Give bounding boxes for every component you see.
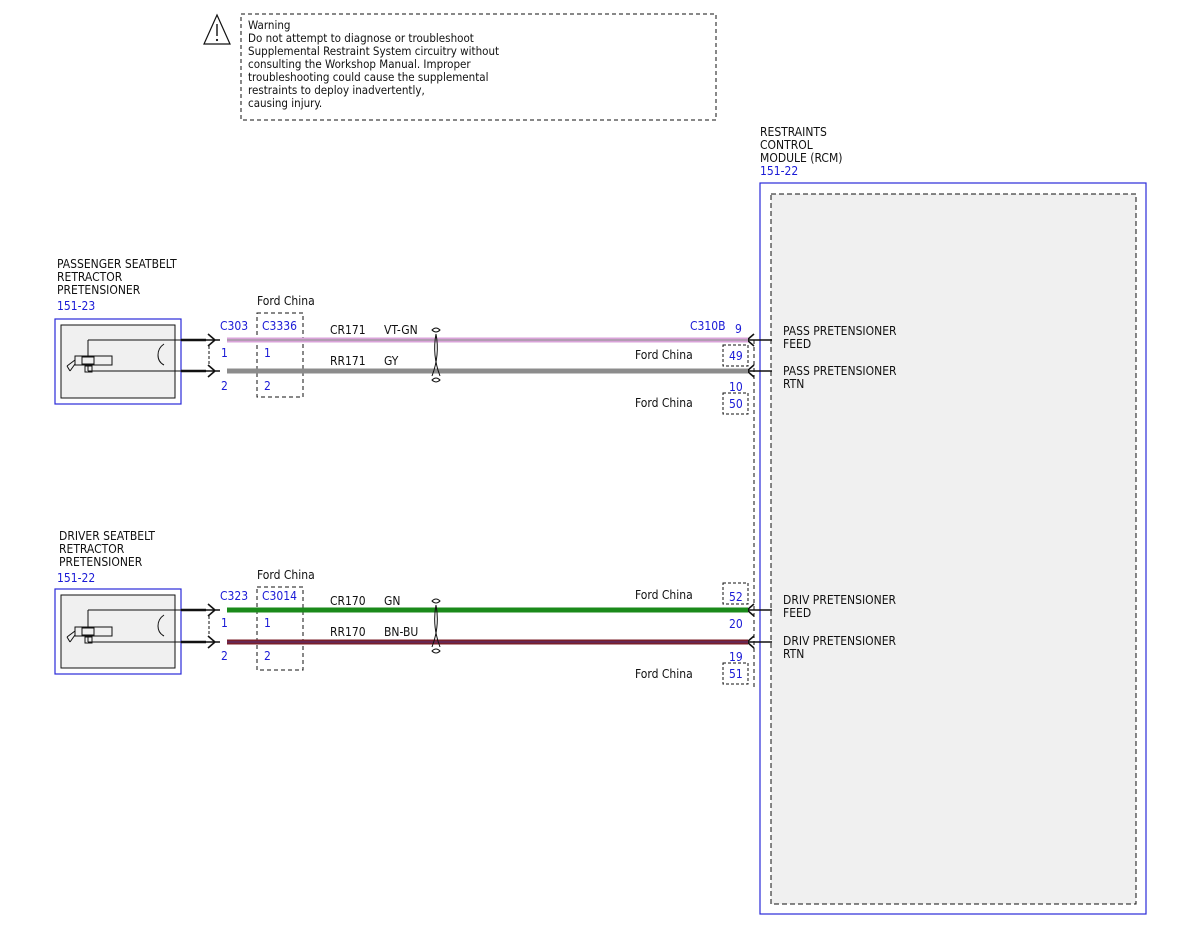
driver-wire-1-circuit: CR170: [330, 594, 366, 608]
rcm-pin-20: 20: [729, 617, 743, 631]
rcm-title-line-2: CONTROL: [760, 138, 813, 152]
rcm-body: [770, 193, 1137, 905]
rcm-pin-52: 52: [729, 590, 743, 604]
warning-line-7: causing injury.: [248, 96, 322, 110]
rcm-module: RESTRAINTS CONTROL MODULE (RCM) 151-22 P…: [635, 125, 1147, 915]
alt-pin-box-52: [722, 582, 749, 605]
driver-twisted-pair-icon: [431, 598, 441, 654]
rcm-connector-id: C310B: [690, 319, 726, 333]
alt-pin-box-49: [722, 344, 749, 367]
ford-china-label-51: Ford China: [635, 667, 693, 681]
driver-title-line-1: DRIVER SEATBELT: [59, 529, 155, 543]
passenger-pretensioner: PASSENGER SEATBELT RETRACTOR PRETENSIONE…: [54, 257, 748, 405]
rcm-pin-10: 10: [729, 380, 743, 394]
driver-wire-1-color: GN: [384, 594, 400, 608]
rcm-pin-51: 51: [729, 667, 743, 681]
passenger-pin-1-terminal-icon: [206, 333, 220, 347]
passenger-twisted-pair-icon: [431, 327, 441, 383]
driver-inline-pin-1: 1: [264, 616, 271, 630]
passenger-wire-2-circuit: RR171: [330, 354, 366, 368]
driv-rtn-label-1: DRIV PRETENSIONER: [783, 634, 897, 648]
passenger-title-line-3: PRETENSIONER: [57, 283, 141, 297]
rcm-pin-49: 49: [729, 349, 743, 363]
passenger-inline-pin-1: 1: [264, 346, 271, 360]
passenger-pin-2: 2: [221, 379, 228, 393]
passenger-inline-box: [256, 312, 304, 398]
passenger-wire-2-color: GY: [384, 354, 399, 368]
passenger-title-line-1: PASSENGER SEATBELT: [57, 257, 177, 271]
pass-feed-label-2: FEED: [783, 337, 811, 351]
rcm-pin-19: 19: [729, 650, 743, 664]
passenger-pin-1: 1: [221, 346, 228, 360]
rcm-title-line-3: MODULE (RCM): [760, 151, 842, 165]
passenger-inline-pin-2: 2: [264, 379, 271, 393]
warning-line-4: consulting the Workshop Manual. Improper: [248, 57, 471, 71]
driver-title-line-2: RETRACTOR: [59, 542, 125, 556]
warning-line-6: restraints to deploy inadvertently,: [248, 83, 425, 97]
driver-inline-label: Ford China: [257, 568, 315, 582]
driver-pretensioner: DRIVER SEATBELT RETRACTOR PRETENSIONER 1…: [54, 529, 748, 675]
passenger-body: [60, 324, 176, 399]
driver-title-line-3: PRETENSIONER: [59, 555, 143, 569]
driver-inline-pin-2: 2: [264, 649, 271, 663]
ford-china-label-49: Ford China: [635, 348, 693, 362]
passenger-inline-connector-id: C3336: [262, 319, 297, 333]
driver-ref: 151-22: [57, 571, 95, 585]
ford-china-label-50: Ford China: [635, 396, 693, 410]
pass-rtn-label-2: RTN: [783, 377, 804, 391]
warning-line-1: Warning: [248, 18, 290, 32]
passenger-pin-2-terminal-icon: [206, 364, 220, 378]
driver-pin-2: 2: [221, 649, 228, 663]
driv-feed-label-2: FEED: [783, 606, 811, 620]
passenger-inline-label: Ford China: [257, 294, 315, 308]
warning-line-5: troubleshooting could cause the suppleme…: [248, 70, 489, 84]
pass-feed-label-1: PASS PRETENSIONER: [783, 324, 897, 338]
driver-inline-connector-id: C3014: [262, 589, 297, 603]
rcm-ref: 151-22: [760, 164, 798, 178]
alt-pin-box-50: [722, 392, 749, 415]
driver-body: [60, 594, 176, 669]
warning-line-3: Supplemental Restraint System circuitry …: [248, 44, 499, 58]
rcm-title-line-1: RESTRAINTS: [760, 125, 827, 139]
warning-line-2: Do not attempt to diagnose or troublesho…: [248, 31, 474, 45]
driver-pin-2-terminal-icon: [206, 635, 220, 649]
passenger-title-line-2: RETRACTOR: [57, 270, 123, 284]
driver-wire-2-color: BN-BU: [384, 625, 418, 639]
driver-connector-id: C323: [220, 589, 248, 603]
driv-rtn-label-2: RTN: [783, 647, 804, 661]
rcm-pin-50: 50: [729, 397, 743, 411]
ford-china-label-52: Ford China: [635, 588, 693, 602]
passenger-wire-1-circuit: CR171: [330, 323, 366, 337]
warning-triangle-icon: [203, 13, 231, 45]
warning-frame: [240, 13, 717, 121]
driver-wire-2-circuit: RR170: [330, 625, 366, 639]
driver-inline-box: [256, 586, 304, 671]
passenger-connector-id: C303: [220, 319, 248, 333]
driv-feed-label-1: DRIV PRETENSIONER: [783, 593, 897, 607]
alt-pin-box-51: [722, 662, 749, 685]
pass-rtn-label-1: PASS PRETENSIONER: [783, 364, 897, 378]
rcm-pin-9: 9: [735, 322, 742, 336]
warning-box: Warning Do not attempt to diagnose or tr…: [203, 13, 717, 121]
passenger-ref: 151-23: [57, 299, 95, 313]
passenger-wire-1-color: VT-GN: [384, 323, 418, 337]
driver-pin-1-terminal-icon: [206, 603, 220, 617]
driver-pin-1: 1: [221, 616, 228, 630]
